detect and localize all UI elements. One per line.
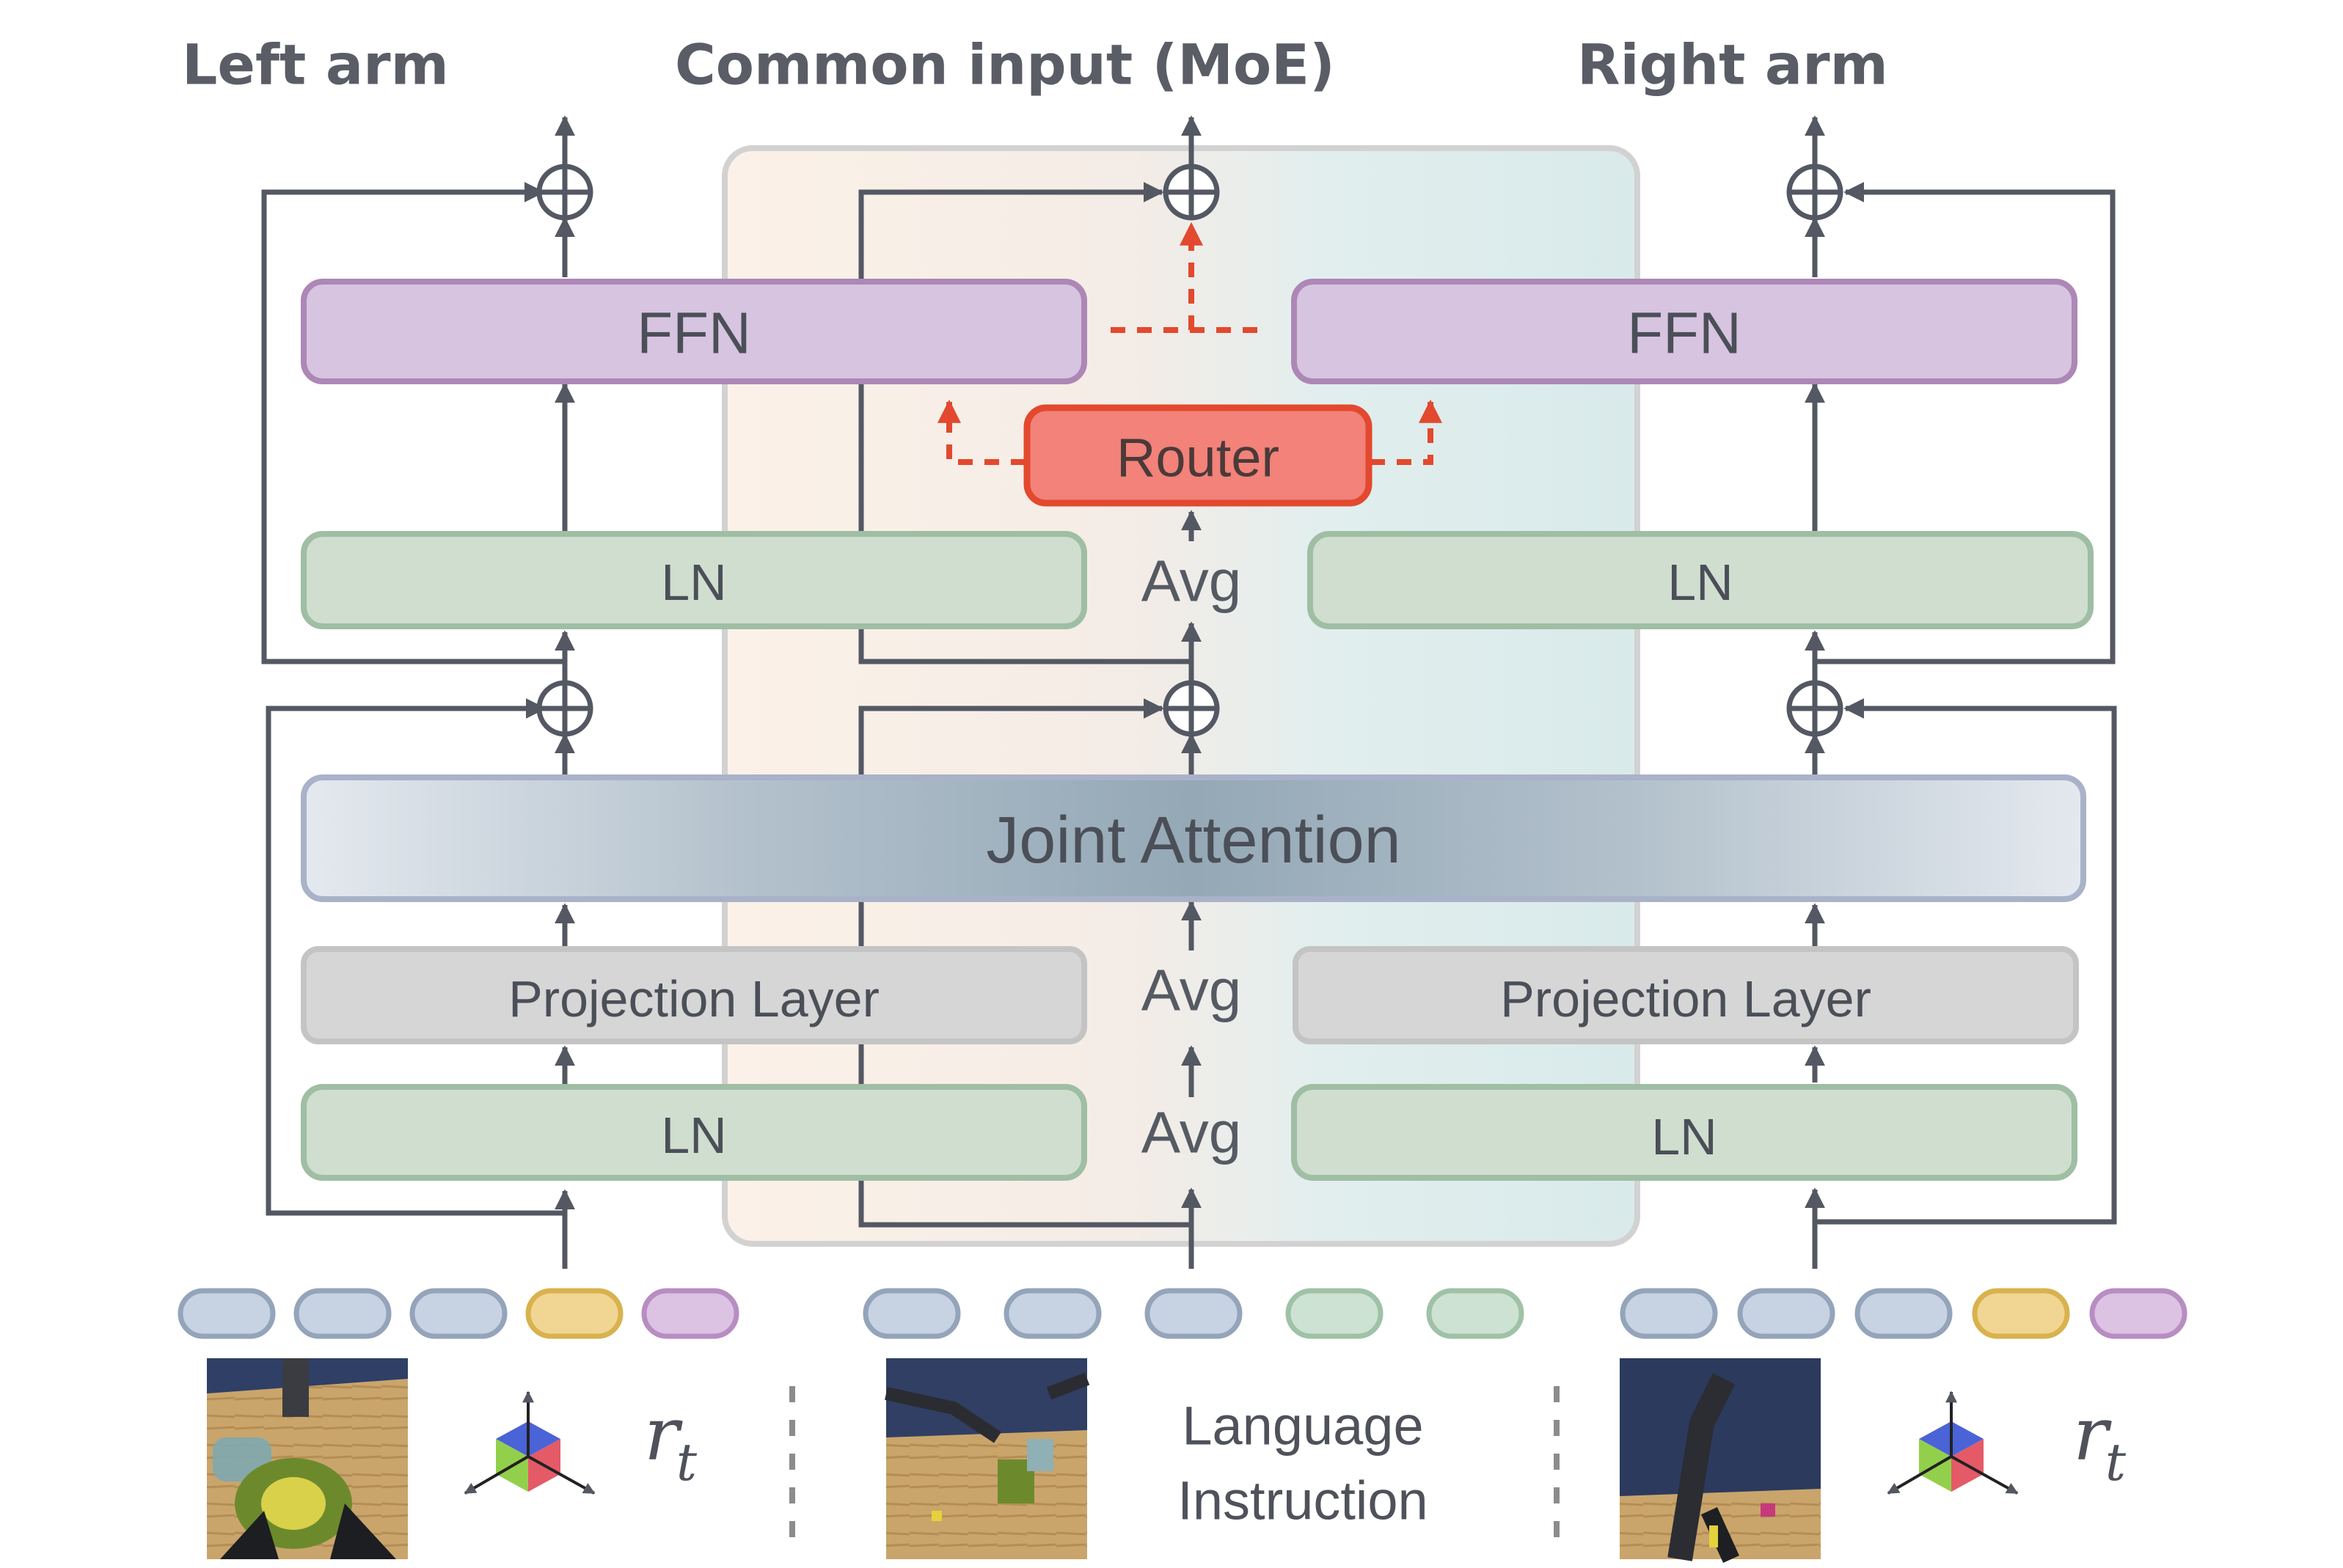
right-residual-lower [1815,698,2117,1225]
left-token-blue [409,1288,508,1339]
avg-lower-label: Avg [1141,1100,1241,1165]
left-token-purple [641,1288,739,1339]
add-icon [1786,680,1843,737]
joint-attention-label: Joint Attention [986,804,1400,877]
left-residual-lower [266,698,565,1216]
projection-right-label: Projection Layer [1500,970,1871,1027]
ln-upper-left-block [301,531,1087,629]
center-token-blue [1004,1288,1102,1339]
center-token-green [1426,1288,1524,1339]
add-icon [1163,680,1220,737]
right-state-axes-icon [1887,1391,2019,1495]
avg-middle-label: Avg [1141,958,1241,1023]
projection-left-block [301,946,1087,1044]
right-state-label: rt [2073,1391,2127,1492]
language-instruction-line2: Instruction [1177,1470,1428,1531]
ln-upper-right-label: LN [1667,554,1733,611]
ffn-right-block [1291,279,2077,384]
center-residual-upper [858,182,1191,664]
right-token-blue [1854,1288,1953,1339]
ln-lower-right-block [1291,1084,2077,1181]
center-camera-image [885,1358,1090,1559]
ln-upper-right-block [1307,531,2094,629]
router-block [1023,404,1372,507]
right-token-blue [1737,1288,1835,1339]
left-camera-image [207,1358,408,1559]
right-token-group [1620,1288,2187,1339]
router-to-right-ffn-dashed [1370,399,1442,465]
center-token-group [863,1288,1524,1339]
add-icon [1163,164,1220,221]
joint-attention-block [301,774,2086,902]
ln-lower-left-block [301,1084,1087,1181]
ffn-right-label: FFN [1627,301,1741,366]
right-token-blue [1620,1288,1718,1339]
add-icon [536,680,593,737]
router-to-left-ffn-dashed [937,399,1026,465]
avg-upper-label: Avg [1141,549,1241,614]
ln-upper-left-label: LN [661,554,726,611]
left-residual-upper [261,182,565,664]
left-token-blue [293,1288,392,1339]
right-arm-heading: Right arm [1577,32,1888,98]
ffn-left-block [301,279,1087,384]
right-camera-image [1620,1358,1821,1563]
ln-lower-right-label: LN [1651,1108,1717,1165]
center-token-green [1285,1288,1383,1339]
right-residual-upper [1815,182,2116,664]
ln-lower-left-label: LN [661,1107,726,1164]
left-arm-heading: Left arm [182,32,449,98]
projection-right-block [1293,946,2079,1044]
router-label: Router [1116,428,1279,488]
left-token-yellow [525,1288,624,1339]
left-state-axes-icon [464,1391,596,1495]
right-token-purple [2089,1288,2187,1339]
right-token-yellow [1972,1288,2070,1339]
language-instruction-line1: Language [1182,1396,1423,1457]
ffn-left-label: FFN [637,301,751,366]
add-icon [536,164,593,221]
left-state-label: rt [644,1391,698,1492]
left-token-group [178,1288,739,1339]
left-token-blue [178,1288,276,1339]
center-token-blue [863,1288,961,1339]
center-token-blue [1144,1288,1243,1339]
common-input-heading: Common input (MoE) [675,32,1335,98]
add-icon [1786,164,1843,221]
projection-left-label: Projection Layer [508,970,880,1027]
